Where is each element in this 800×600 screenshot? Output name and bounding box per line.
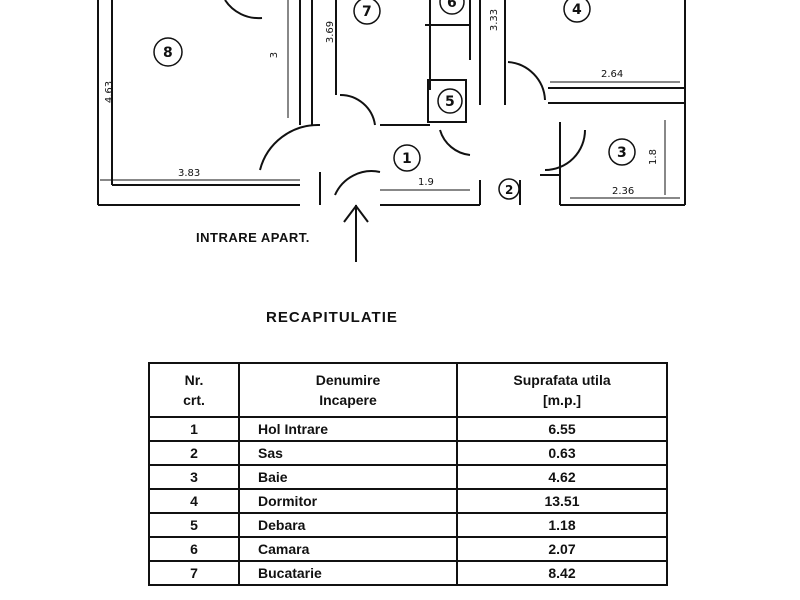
table-row: 6 Camara 2.07 — [148, 536, 668, 562]
header-name-line1: Denumire — [315, 372, 381, 388]
row-name: Bucatarie — [238, 560, 458, 586]
row-name: Dormitor — [238, 488, 458, 514]
row-name: Hol Intrare — [238, 416, 458, 442]
row-nr: 7 — [148, 560, 240, 586]
room-7-circle — [353, 0, 381, 25]
row-name: Sas — [238, 440, 458, 466]
dim-19: 1.9 — [418, 177, 434, 188]
header-area-line1: Suprafata utila — [513, 372, 611, 388]
row-nr: 4 — [148, 488, 240, 514]
summary-table: Nr. crt. Denumire Incapere Suprafata uti… — [148, 362, 668, 586]
door-arc-entry — [334, 170, 381, 196]
row-area: 6.55 — [456, 416, 668, 442]
dim-264: 2.64 — [601, 69, 623, 80]
table-row: 1 Hol Intrare 6.55 — [148, 416, 668, 442]
dim-383: 3.83 — [178, 168, 200, 179]
header-area-line2: [m.p.] — [542, 392, 582, 408]
row-area: 4.62 — [456, 464, 668, 490]
entry-arrow-head — [343, 204, 369, 223]
row-nr: 1 — [148, 416, 240, 442]
dim-3: 3 — [269, 52, 280, 58]
row-area: 8.42 — [456, 560, 668, 586]
header-nr-line2: crt. — [183, 392, 205, 408]
room-5-box — [427, 79, 467, 123]
entry-label: INTRARE APART. — [196, 230, 310, 245]
room-6-circle — [439, 0, 465, 15]
room-2-circle — [498, 178, 520, 200]
table-row: 4 Dormitor 13.51 — [148, 488, 668, 514]
header-area: Suprafata utila [m.p.] — [456, 362, 668, 418]
row-name: Baie — [238, 464, 458, 490]
row-name: Camara — [238, 536, 458, 562]
door-arc-3 — [544, 129, 586, 171]
table-header-row: Nr. crt. Denumire Incapere Suprafata uti… — [148, 362, 668, 418]
dim-369: 3.69 — [325, 21, 336, 43]
door-arc-4 — [507, 61, 546, 101]
room-6-number: 6 — [447, 0, 457, 11]
dim-18: 1.8 — [648, 149, 659, 165]
row-nr: 6 — [148, 536, 240, 562]
row-nr: 5 — [148, 512, 240, 538]
room-1-number: 1 — [402, 151, 412, 167]
door-arc-top — [224, 0, 263, 20]
row-area: 0.63 — [456, 440, 668, 466]
table-row: 7 Bucatarie 8.42 — [148, 560, 668, 586]
room-5-number: 5 — [445, 94, 455, 110]
room-8-number: 8 — [163, 45, 173, 61]
header-name: Denumire Incapere — [238, 362, 458, 418]
room-3-circle — [608, 138, 636, 166]
room-7-number: 7 — [362, 4, 372, 20]
door-arc-5 — [439, 129, 471, 156]
table-row: 5 Debara 1.18 — [148, 512, 668, 538]
table-row: 3 Baie 4.62 — [148, 464, 668, 490]
room-2-number: 2 — [505, 183, 513, 197]
table-row: 2 Sas 0.63 — [148, 440, 668, 466]
room-5-circle — [437, 88, 463, 114]
row-area: 13.51 — [456, 488, 668, 514]
floor-plan: 8 7 6 4 5 1 2 3 4.63 3.83 3 3.69 3.33 2.… — [97, 0, 686, 262]
room-3-number: 3 — [617, 145, 627, 161]
room-4-circle — [563, 0, 591, 23]
room-4-number: 4 — [572, 2, 582, 18]
header-nr-line1: Nr. — [184, 372, 204, 388]
row-nr: 2 — [148, 440, 240, 466]
room-1-circle — [393, 144, 421, 172]
row-area: 1.18 — [456, 512, 668, 538]
dim-236: 2.36 — [612, 186, 634, 197]
header-nr: Nr. crt. — [148, 362, 240, 418]
room-8-circle — [153, 37, 183, 67]
dim-333: 3.33 — [489, 9, 500, 31]
door-arc-7 — [339, 93, 376, 126]
header-name-line2: Incapere — [319, 392, 377, 408]
row-name: Debara — [238, 512, 458, 538]
row-area: 2.07 — [456, 536, 668, 562]
row-nr: 3 — [148, 464, 240, 490]
door-arc-8 — [259, 123, 321, 171]
recap-title: RECAPITULATIE — [266, 309, 398, 326]
dim-463: 4.63 — [104, 81, 115, 103]
